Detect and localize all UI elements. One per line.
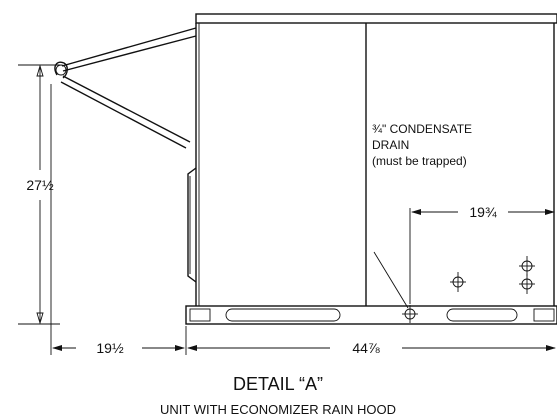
detail-title: DETAIL “A” <box>233 374 323 394</box>
front-overhang-label: 19½ <box>96 340 124 356</box>
fitting-symbol <box>450 272 466 292</box>
drain-note-line-3: (must be trapped) <box>372 154 467 168</box>
unit-length-label: 44⅞ <box>352 340 380 356</box>
detail-subtitle: UNIT WITH ECONOMIZER RAIN HOOD <box>160 402 396 417</box>
unit-length-dimension: 44⅞ <box>187 340 556 356</box>
base-rail <box>185 305 557 325</box>
height-dimension-label: 27½ <box>26 177 54 193</box>
economizer-rain-hood <box>54 27 197 149</box>
fitting-symbol <box>519 256 535 276</box>
drain-offset-label: 19¾ <box>469 204 497 220</box>
unit-cabinet <box>187 13 557 306</box>
fork-slot-right <box>446 308 518 322</box>
hood-hinge <box>55 64 67 76</box>
drain-callout: ¾" CONDENSATE DRAIN (must be trapped) <box>372 122 472 309</box>
fitting-symbol <box>519 274 535 294</box>
fork-slot-left <box>225 308 341 322</box>
drain-offset-dimension: 19¾ <box>409 204 555 304</box>
drain-note-line-1: ¾" CONDENSATE <box>372 122 472 136</box>
cabinet-top-cap <box>195 13 557 24</box>
side-bracket <box>187 167 197 283</box>
height-dimension: 27½ <box>18 64 60 325</box>
service-fittings <box>402 256 535 323</box>
front-overhang-dimension: 19½ <box>50 84 187 356</box>
condensate-drain-fitting <box>402 305 418 323</box>
drain-note-line-2: DRAIN <box>372 138 409 152</box>
drain-leader-line <box>373 251 409 309</box>
